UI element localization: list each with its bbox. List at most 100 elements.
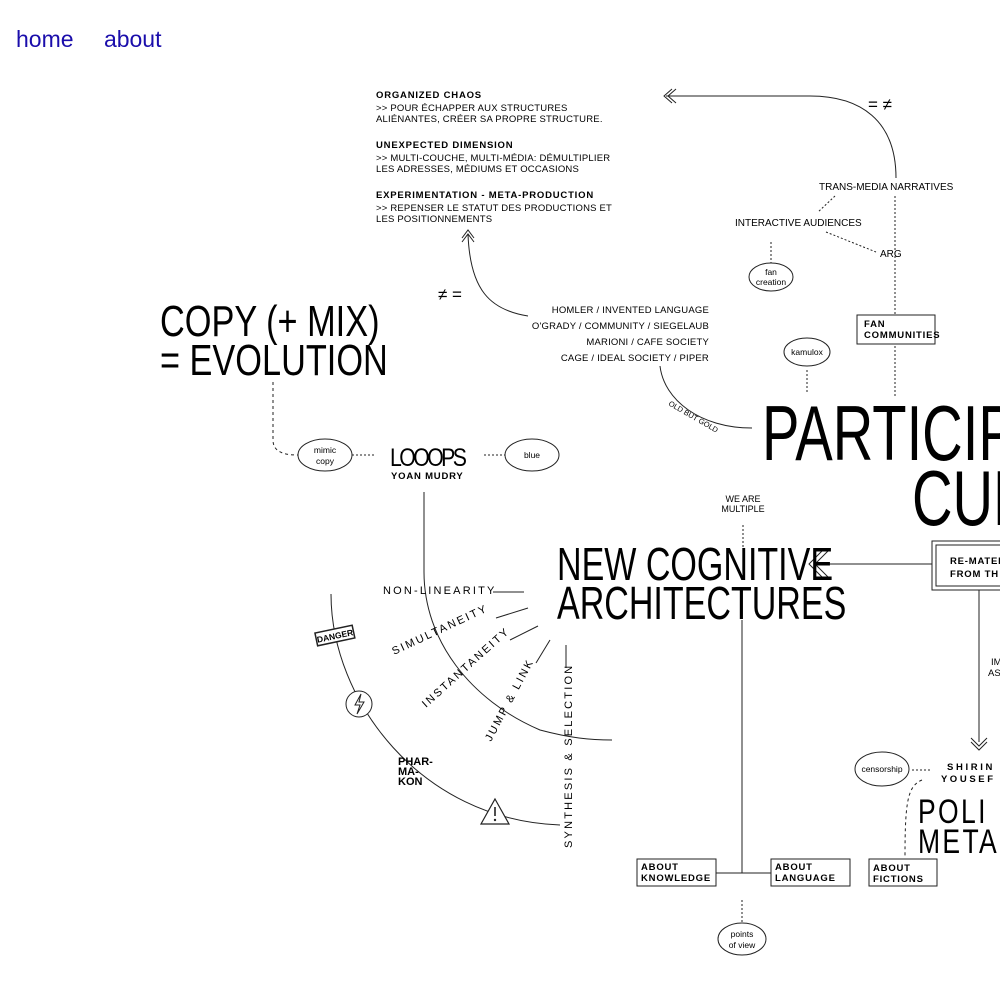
fan-creation-line-2: creation xyxy=(756,277,787,287)
about-fictions-line-1: ABOUT xyxy=(873,863,911,874)
censorship-label: censorship xyxy=(861,764,902,774)
participatory-title: PARTICIPA CUL xyxy=(762,390,1000,542)
we-are-line-1: WE ARE xyxy=(725,494,760,504)
loops-authors: YOAN MUDRY xyxy=(391,471,464,482)
spoke-simultaneity xyxy=(495,607,529,619)
nav-home-link[interactable]: home xyxy=(16,26,74,52)
rematerial-box[interactable]: RE-MATER FROM TH xyxy=(931,540,1000,591)
dotted-trans-interactive xyxy=(817,195,836,213)
intro-line-3a: >> REPENSER LE STATUT DES PRODUCTIONS ET xyxy=(376,203,612,214)
dashed-copy-mimic xyxy=(272,382,299,456)
rematerial-line-2: FROM TH xyxy=(950,569,999,580)
intro-title-2: UNEXPECTED DIMENSION xyxy=(376,140,513,151)
blue-node[interactable]: blue xyxy=(504,438,560,472)
loops-down-line xyxy=(423,492,613,741)
intro-title-1: ORGANIZED CHAOS xyxy=(376,90,482,101)
dashed-censor-fictions xyxy=(904,779,923,857)
about-fictions-line-2: FICTIONS xyxy=(873,874,924,885)
fan-communities-line-1: FAN xyxy=(864,319,885,330)
trans-media-label: TRANS-MEDIA NARRATIVES xyxy=(819,182,954,193)
synthesis-label: SYNTHESIS & SELECTION xyxy=(563,664,575,848)
kamulox-label: kamulox xyxy=(791,347,823,357)
intro-line-3b: LES POSITIONNEMENTS xyxy=(376,214,492,225)
fan-communities-line-2: COMMUNITIES xyxy=(864,330,940,341)
we-are-line-2: MULTIPLE xyxy=(721,504,764,514)
warning-icon xyxy=(479,797,511,825)
participatory-line-2: CUL xyxy=(912,455,1000,542)
participatory-line-1: PARTICIPA xyxy=(762,390,1000,477)
neq-eq-symbol: ≠ = xyxy=(438,285,462,304)
spoke-instantaneity xyxy=(509,625,539,641)
arrowhead-down xyxy=(970,737,988,751)
im-label-2: AS xyxy=(988,668,1000,679)
reference-1: HOMLER / INVENTED LANGUAGE xyxy=(552,305,709,316)
fan-creation-line-1: fan xyxy=(765,267,777,277)
nav-about-link[interactable]: about xyxy=(103,26,162,52)
about-knowledge-line-2: KNOWLEDGE xyxy=(641,873,711,884)
intro-line-2a: >> MULTI-COUCHE, MULTI-MÉDIA: DÉMULTIPLI… xyxy=(376,153,610,164)
mimic-line-2: copy xyxy=(316,456,335,466)
dotted-interactive-arg xyxy=(825,231,877,253)
curve-eq-arrow xyxy=(666,95,897,179)
intro-line-1a: >> POUR ÉCHAPPER AUX STRUCTURES xyxy=(376,103,568,114)
intro-title-3: EXPERIMENTATION - META-PRODUCTION xyxy=(376,190,594,201)
points-line-1: points xyxy=(731,929,754,939)
pharmakon-line-2: MA- xyxy=(398,766,419,778)
arrowhead-intro xyxy=(663,88,677,104)
danger-badge: DANGER xyxy=(314,624,356,647)
shiring-line-1: S H I R I N xyxy=(947,762,993,773)
nonlinearity-label: NON-LINEARITY xyxy=(383,585,497,597)
cognitive-line-2: ARCHITECTURES xyxy=(557,577,846,629)
arg-label: ARG xyxy=(880,249,902,260)
mimic-line-1: mimic xyxy=(314,445,337,455)
points-of-view-node[interactable]: points of view xyxy=(717,922,767,956)
politics-line-1: POLI xyxy=(918,793,988,831)
lightning-icon xyxy=(345,690,373,718)
intro-line-1b: ALIÉNANTES, CRÉER SA PROPRE STRUCTURE. xyxy=(376,114,603,125)
fan-creation-node[interactable]: fan creation xyxy=(748,262,794,292)
about-fictions-box[interactable]: ABOUT FICTIONS xyxy=(868,858,938,887)
about-knowledge-line-1: ABOUT xyxy=(641,862,679,873)
arrowhead-references xyxy=(461,229,475,243)
about-language-line-2: LANGUAGE xyxy=(775,873,836,884)
intro-text-block: ORGANIZED CHAOS >> POUR ÉCHAPPER AUX STR… xyxy=(376,90,612,225)
reference-3: MARIONI / CAFE SOCIETY xyxy=(586,337,709,348)
simultaneity-label: SIMULTANEITY xyxy=(390,603,490,658)
about-knowledge-box[interactable]: ABOUT KNOWLEDGE xyxy=(636,858,717,887)
cognitive-line-1: NEW COGNITIVE xyxy=(557,538,833,590)
top-nav: home about xyxy=(16,26,186,53)
reference-2: O'GRADY / COMMUNITY / SIEGELAUB xyxy=(532,321,709,332)
copy-mix-title: COPY (+ MIX) = EVOLUTION xyxy=(160,297,388,385)
rematerial-line-1: RE-MATER xyxy=(950,556,1000,567)
old-but-gold-label: OLD BUT GOLD xyxy=(667,399,720,435)
fan-communities-box[interactable]: FAN COMMUNITIES xyxy=(856,314,940,345)
points-line-2: of view xyxy=(729,940,756,950)
references-list: HOMLER / INVENTED LANGUAGE O'GRADY / COM… xyxy=(532,305,709,364)
mimic-copy-node[interactable]: mimic copy xyxy=(297,438,353,472)
pharmakon-line-3: KON xyxy=(398,776,423,788)
intro-line-2b: LES ADRESSES, MÉDIUMS ET OCCASIONS xyxy=(376,164,579,175)
shiring-line-2: Y O U S E F xyxy=(941,774,993,785)
politics-title: POLI META xyxy=(918,793,999,861)
spoke-jump xyxy=(535,639,551,664)
arrowhead-cognitive xyxy=(808,549,830,579)
loops-logo[interactable]: LOOOPS xyxy=(390,443,469,471)
eq-neq-symbol: = ≠ xyxy=(868,95,892,114)
blue-label: blue xyxy=(524,450,540,460)
censorship-node[interactable]: censorship xyxy=(854,751,910,787)
arc-old-but-gold xyxy=(659,365,753,429)
about-language-box[interactable]: ABOUT LANGUAGE xyxy=(770,858,851,887)
politics-line-2: META xyxy=(918,823,999,861)
pharmakon-logo: PHAR- MA- KON xyxy=(398,756,433,788)
curve-references-intro xyxy=(467,233,529,317)
about-language-line-1: ABOUT xyxy=(775,862,813,873)
reference-4: CAGE / IDEAL SOCIETY / PIPER xyxy=(561,353,709,364)
im-label-1: IM xyxy=(991,657,1000,668)
jump-link-label: JUMP & LINK xyxy=(483,657,537,744)
copy-mix-line-2: = EVOLUTION xyxy=(160,336,388,385)
interactive-audiences-label: INTERACTIVE AUDIENCES xyxy=(735,218,862,229)
copy-mix-line-1: COPY (+ MIX) xyxy=(160,297,380,346)
kamulox-node[interactable]: kamulox xyxy=(783,337,831,367)
pharmakon-line-1: PHAR- xyxy=(398,756,433,768)
